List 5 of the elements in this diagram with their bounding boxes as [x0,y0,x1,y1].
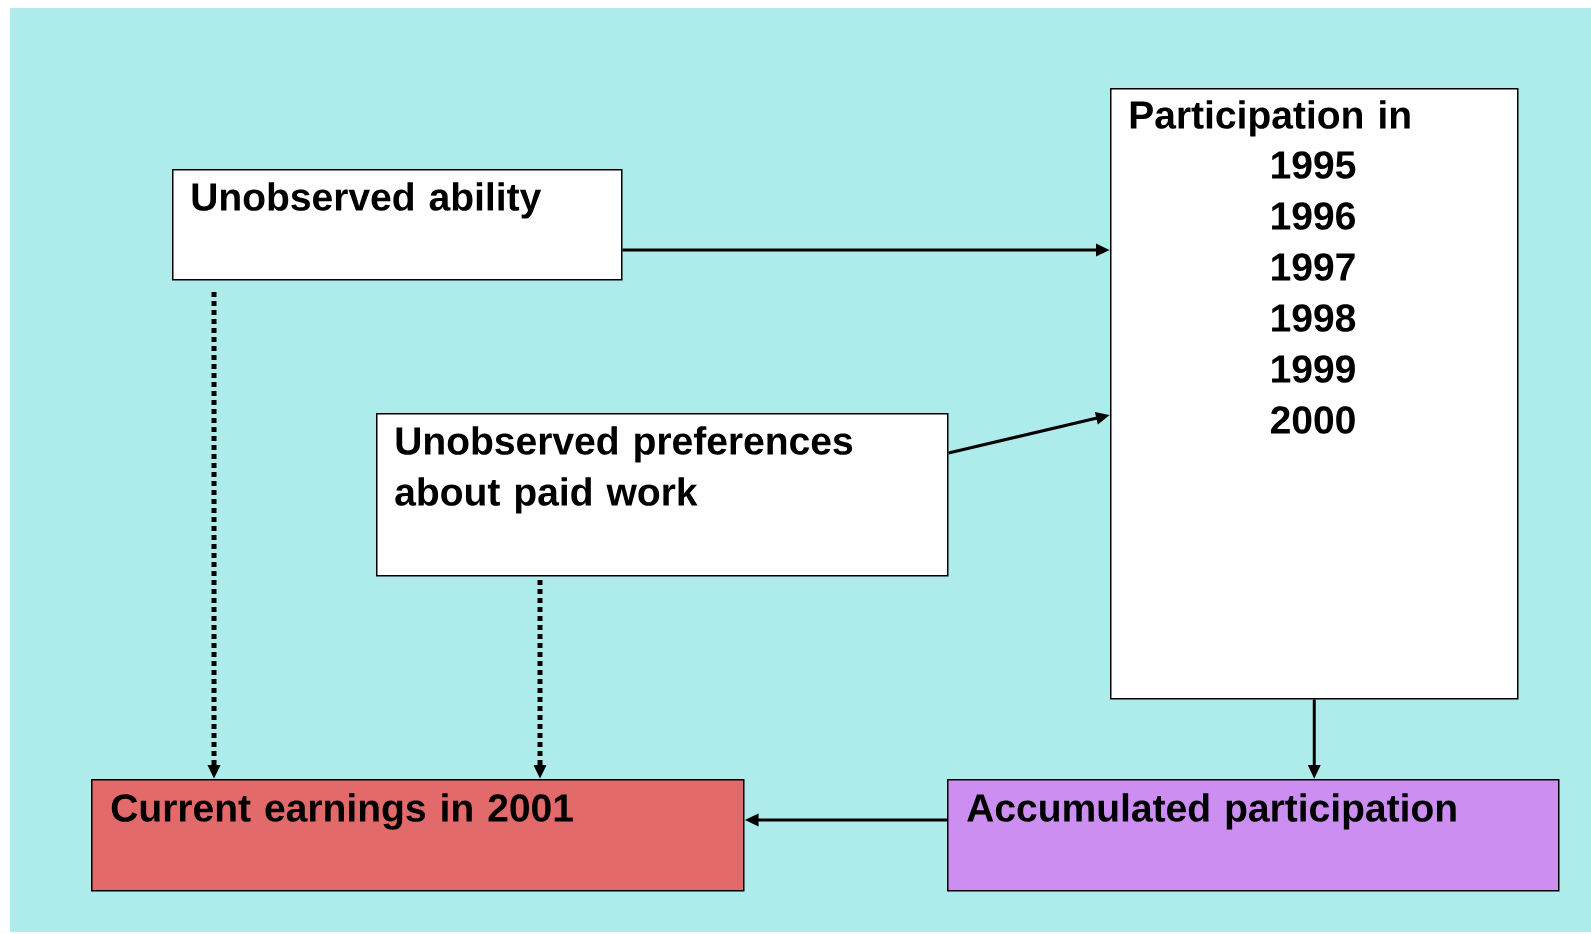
process-box: Unobserved ability [172,169,623,281]
process-box: Participation in 1995 1996 1997 1998 1999 2000 [1110,88,1519,700]
process-box: Unobserved preferences about paid work [376,413,949,577]
process-box: Accumulated participation [947,779,1560,892]
process-box: Current earnings in 2001 [91,779,745,892]
